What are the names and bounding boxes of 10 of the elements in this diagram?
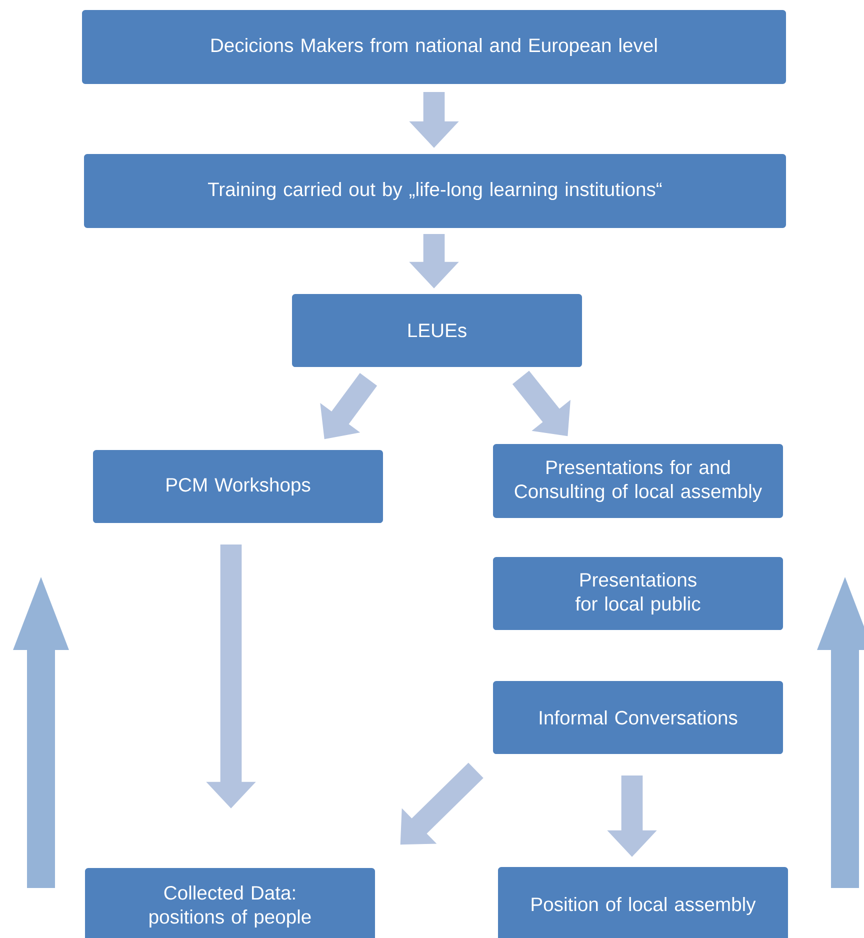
process-box: LEUEs xyxy=(292,294,582,368)
process-box: Presentations for and Consulting of local assembly xyxy=(493,444,783,518)
process-box: Decicions Makers from national and European level xyxy=(82,10,786,84)
process-box: Training carried out by „life-long learning institutions“ xyxy=(84,154,786,228)
process-box: Informal Conversations xyxy=(493,680,783,754)
process-box: Presentations for local public xyxy=(493,556,783,630)
process-box: PCM Workshops xyxy=(93,450,383,524)
arrow xyxy=(400,762,484,845)
process-box: Collected Data: positions of people xyxy=(85,868,375,938)
process-box: Position of local assembly xyxy=(498,867,788,938)
